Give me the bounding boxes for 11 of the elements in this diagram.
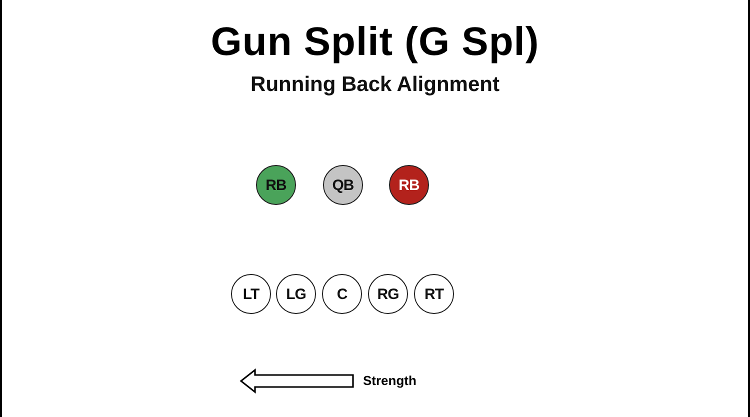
title: Gun Split (G Spl) xyxy=(210,20,540,65)
player-circle: RT xyxy=(414,274,454,314)
player-circle: RB xyxy=(256,165,296,205)
player-circle: C xyxy=(322,274,362,314)
player-circle: RG xyxy=(368,274,408,314)
player-circle: QB xyxy=(323,165,363,205)
player-circle: LG xyxy=(276,274,316,314)
direction-label: Strength xyxy=(363,373,416,388)
player-circle: RB xyxy=(389,165,429,205)
subtitle: Running Back Alignment xyxy=(250,73,500,97)
player-circle: LT xyxy=(231,274,271,314)
